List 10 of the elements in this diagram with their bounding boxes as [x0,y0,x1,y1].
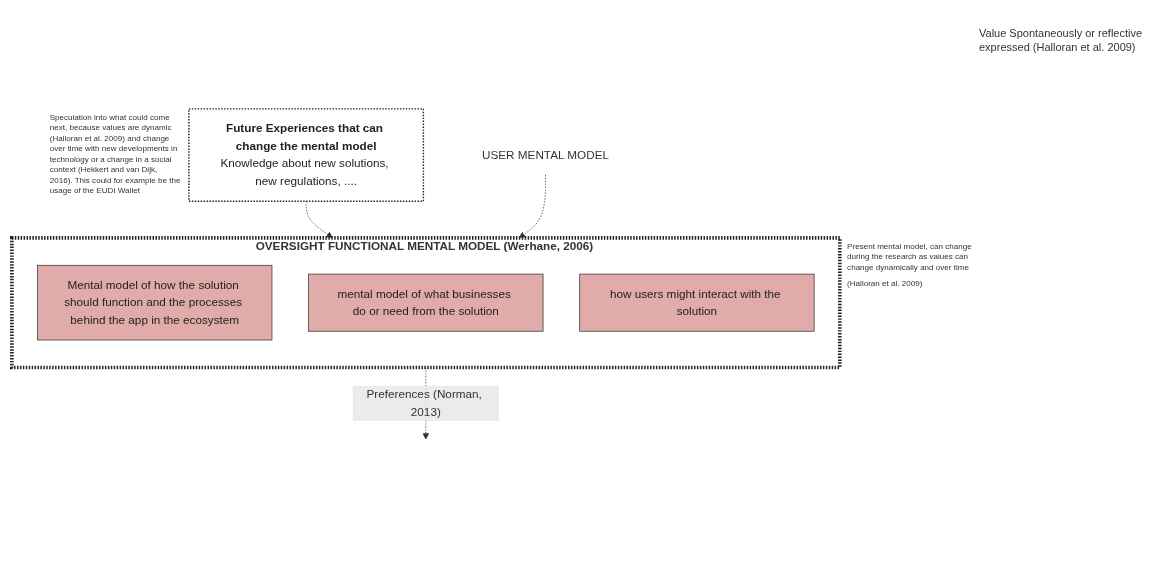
edge-label: Preferences (Norman, 2013) [366,387,482,418]
node-box: Future Experiences that can change the mental model Knowledge about new solutions, new regulations, .... [188,108,425,202]
side-note: (Halloran et al. 2009) [847,277,924,289]
node-box: how users might interact with the solution [579,273,815,332]
node-box: Mental model of how the solution should function and the processes behind the app in the ecosystem [37,264,273,341]
node-text: USER MENTAL MODEL [481,148,610,161]
side-note: Speculation into what could come next, because values are dynamic (Halloran et al. 2009) and change over time with new developments in technology or a change in a social context (Hekkert and van Dijk, 2016). This could for example be the usage of the EUDI Wallet [49,111,182,196]
side-note: Present mental model, can change during the research as values can change dynamically and over time [847,240,973,273]
note-text: Value Spontaneously or reflective expressed (Halloran et al. 2009) [979,26,1144,55]
node-box: mental model of what businesses do or need from the solution [308,273,544,332]
